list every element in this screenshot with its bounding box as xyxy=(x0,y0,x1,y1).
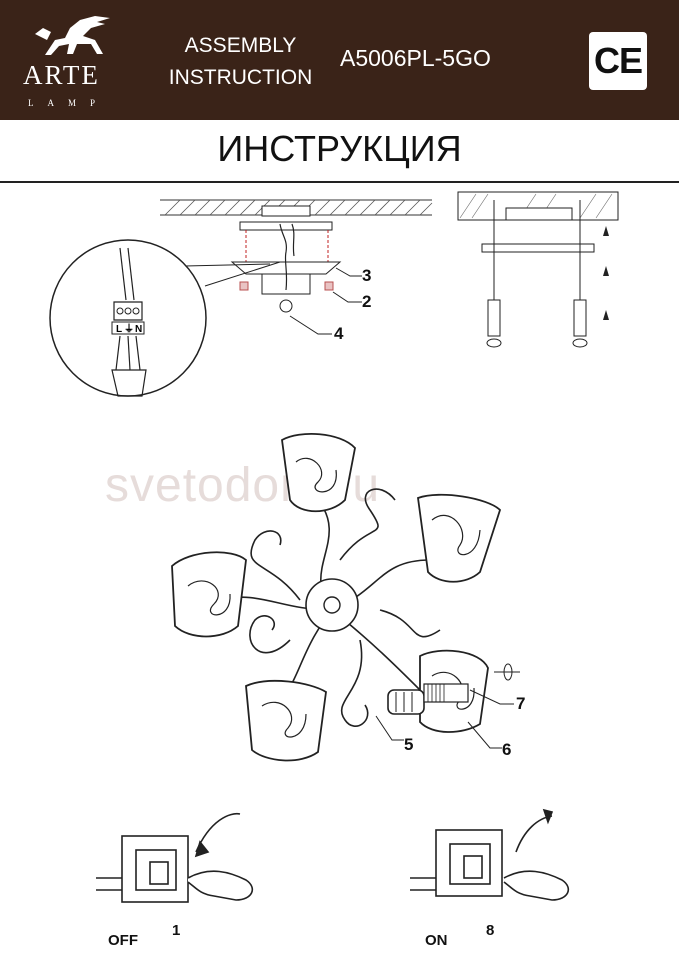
brand-subtitle: LAMP xyxy=(28,98,110,108)
callout-7: 7 xyxy=(516,694,526,713)
terminal-l: L xyxy=(116,324,122,335)
terminal-n: N xyxy=(135,324,142,335)
document-type-line2: INSTRUCTION xyxy=(168,66,313,89)
terminal-earth: ⏚ xyxy=(124,323,134,335)
callout-2: 2 xyxy=(362,292,372,311)
brand-name: ARTE xyxy=(23,60,100,90)
callout-6: 6 xyxy=(502,740,512,759)
griffin-logo-icon xyxy=(35,16,110,55)
ce-mark: CE xyxy=(589,32,647,90)
callout-4: 4 xyxy=(334,324,344,343)
off-label: OFF xyxy=(108,932,138,949)
header-bar: ARTE LAMP ASSEMBLY INSTRUCTION A5006PL-5… xyxy=(0,0,679,120)
chandelier-top-view xyxy=(171,432,520,762)
page-title: ИНСТРУКЦИЯ xyxy=(217,128,462,169)
document-type-line1: ASSEMBLY xyxy=(184,34,297,57)
on-label: ON xyxy=(425,932,448,949)
step-number-1: 1 xyxy=(172,922,181,939)
callout-5: 5 xyxy=(404,735,414,754)
document-type: ASSEMBLY INSTRUCTION xyxy=(158,30,323,94)
ceiling-mount-diagram: L ⏚ N xyxy=(49,191,619,397)
callout-3: 3 xyxy=(362,266,372,285)
step-number-8: 8 xyxy=(486,922,495,939)
title-divider xyxy=(0,181,679,183)
model-number: A5006PL-5GO xyxy=(340,45,491,71)
